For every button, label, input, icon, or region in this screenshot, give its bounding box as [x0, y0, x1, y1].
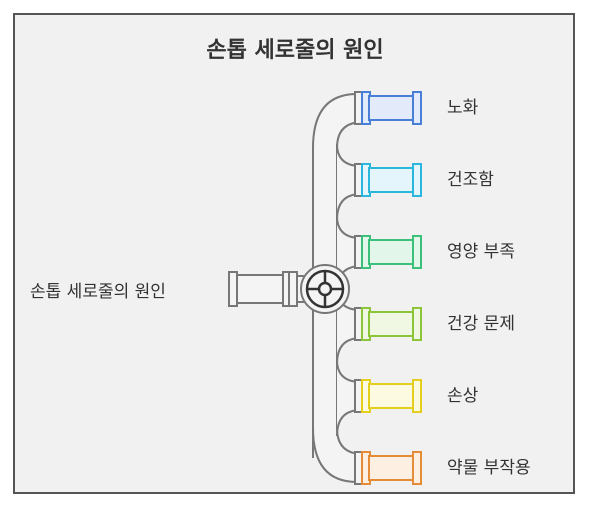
branch-pipe-damage — [354, 379, 422, 413]
branch-label-health-issue: 건강 문제 — [447, 314, 515, 334]
branch-pipes — [354, 91, 422, 485]
branch-pipe-dryness — [354, 163, 422, 197]
branch-label-damage: 손상 — [447, 386, 479, 406]
diagram-frame — [13, 13, 575, 494]
branch-label-dryness: 건조함 — [447, 170, 494, 190]
branch-pipe-malnutrition — [354, 235, 422, 269]
trunk-pipe — [312, 93, 364, 483]
branch-label-malnutrition: 영양 부족 — [447, 242, 515, 262]
branch-pipe-side-effect — [354, 451, 422, 485]
root-pipe — [228, 271, 310, 307]
branch-pipe-aging — [354, 91, 422, 125]
root-label: 손톱 세로줄의 원인 — [30, 282, 166, 302]
diagram-title: 손톱 세로줄의 원인 — [206, 38, 384, 63]
branch-label-aging: 노화 — [447, 98, 479, 118]
valve-icon — [300, 264, 350, 314]
branch-pipe-health-issue — [354, 307, 422, 341]
branch-label-side-effect: 약물 부작용 — [447, 458, 531, 478]
